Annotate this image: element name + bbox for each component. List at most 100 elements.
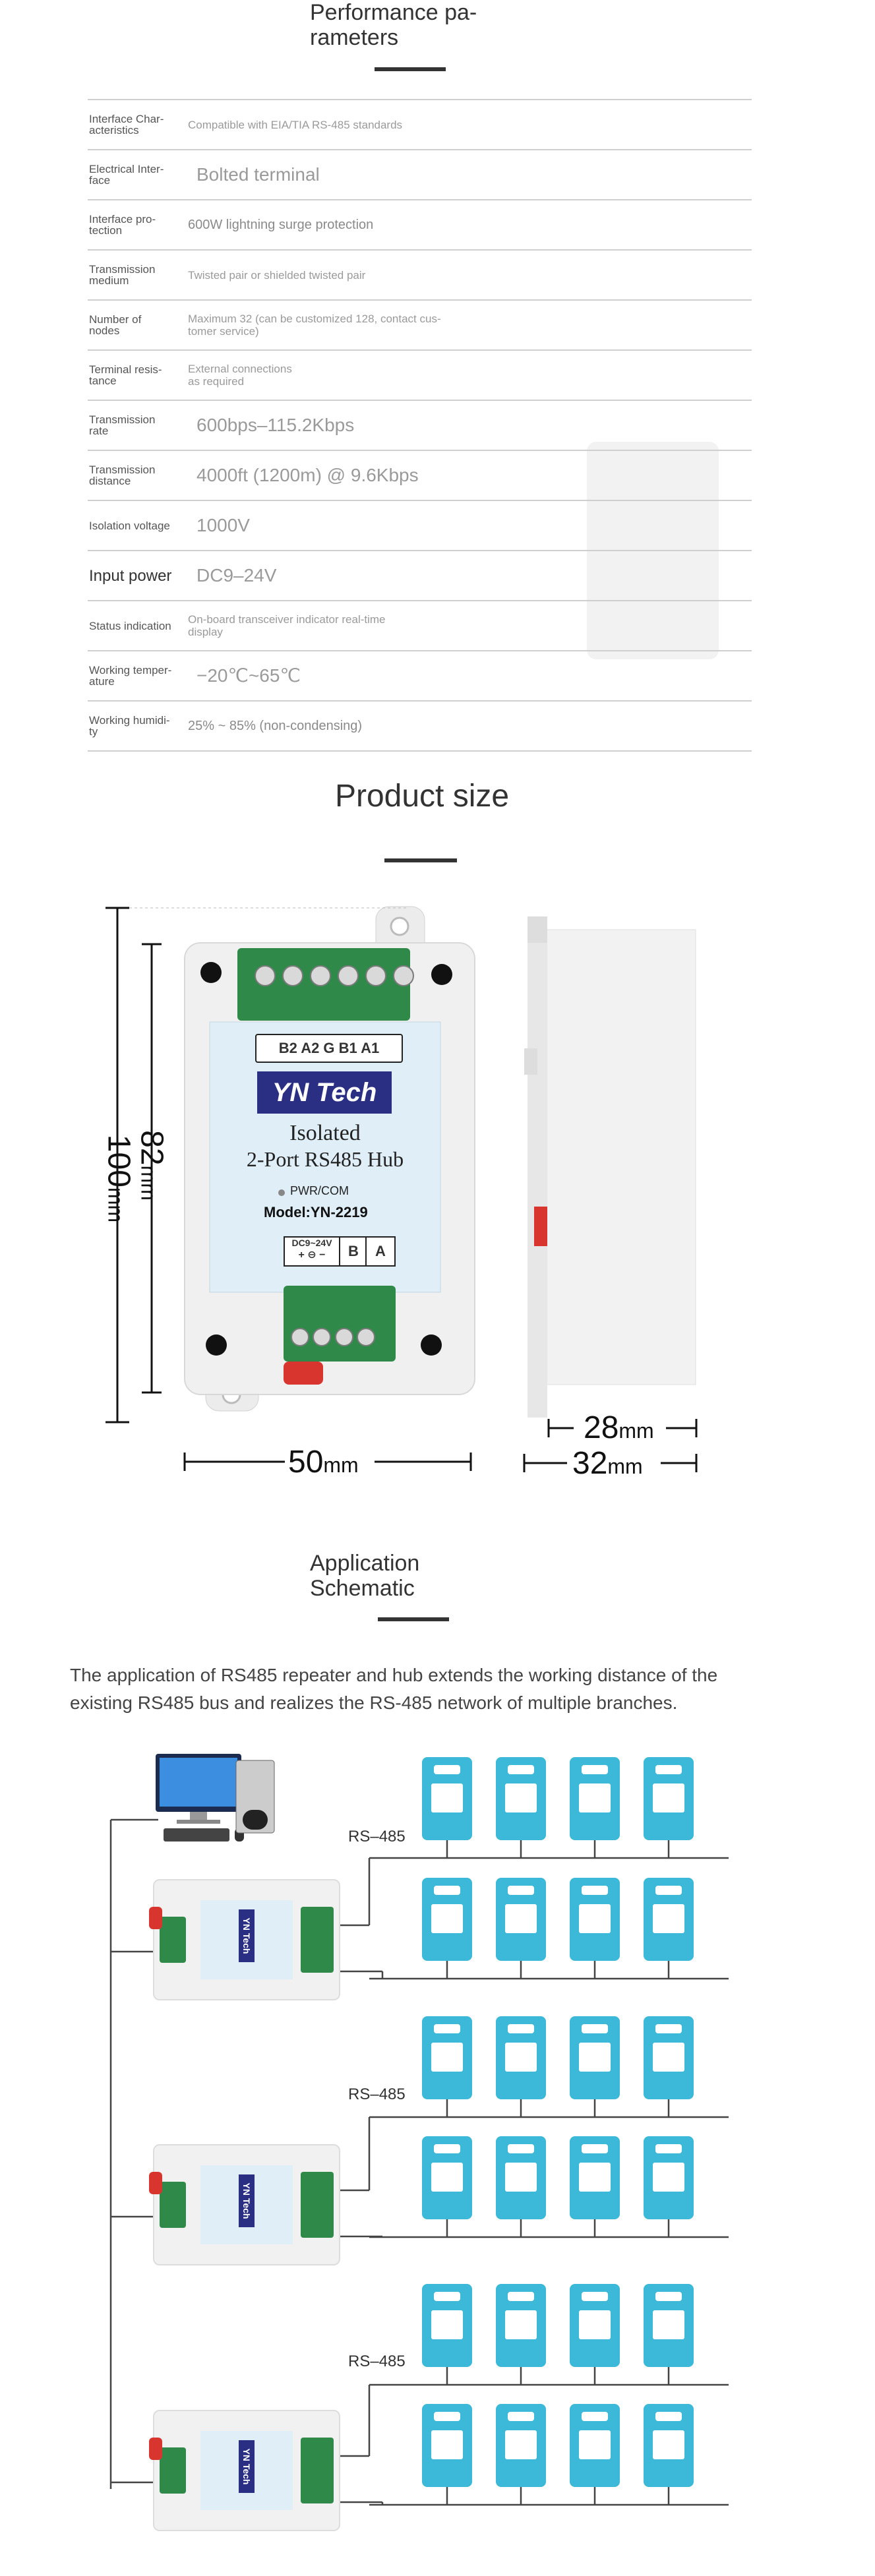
parameter-row: Terminal resis- tance External connection… xyxy=(88,351,752,401)
product-side-image xyxy=(521,916,706,1418)
rs485-slave-device xyxy=(422,2404,472,2487)
performance-title: Performance pa- rameters xyxy=(310,0,508,50)
rs485-slave-device xyxy=(570,1878,620,1961)
rs485-slave-device xyxy=(496,2136,546,2219)
device-window xyxy=(653,2163,684,2192)
device-model: Model:YN-2219 xyxy=(264,1204,368,1220)
rs485-slave-device xyxy=(644,2284,694,2367)
hub-power-plug xyxy=(149,1907,162,1929)
rs485-slave-device xyxy=(496,2404,546,2487)
rs485-slave-device xyxy=(422,2016,472,2099)
performance-title-line1: Performance pa- xyxy=(310,0,477,25)
rs485-slave-device xyxy=(570,2284,620,2367)
product-size-title: Product size xyxy=(334,779,510,814)
device-window xyxy=(579,2043,611,2072)
power-label: DC9~24V xyxy=(291,1238,332,1248)
parameter-value: Twisted pair or shielded twisted pair xyxy=(188,268,366,282)
terminal-labels-top: B2 A2 G B1 A1 xyxy=(255,1034,403,1063)
hub-terminal-left xyxy=(160,2447,186,2494)
parameter-label: Number of nodes xyxy=(89,313,142,337)
dim-height-inner-unit: mm xyxy=(136,1165,161,1201)
dim-width: 50mm xyxy=(288,1444,359,1480)
rs485-slave-device xyxy=(422,1757,472,1840)
device-indicator xyxy=(434,1886,460,1895)
hub-power-plug xyxy=(149,2172,162,2194)
dim-depth-inner-unit: mm xyxy=(619,1419,654,1443)
brand-logo: YN Tech xyxy=(257,1071,392,1114)
schematic-wiring xyxy=(109,1818,729,2506)
device-indicator xyxy=(434,2412,460,2421)
hub-terminal-right xyxy=(301,2172,334,2238)
rs485-slave-device xyxy=(644,2136,694,2219)
device-window xyxy=(431,2430,463,2459)
hub-device: YN Tech xyxy=(149,1879,340,2000)
parameter-value: 600W lightning surge protection xyxy=(188,218,374,232)
hub-device: YN Tech xyxy=(149,2144,340,2265)
parameter-value: Compatible with EIA/TIA RS-485 standards xyxy=(188,118,403,131)
device-indicator xyxy=(582,1886,608,1895)
dim-width-value: 50 xyxy=(288,1445,324,1480)
device-indicator xyxy=(655,1886,682,1895)
device-indicator xyxy=(434,2144,460,2153)
device-window xyxy=(579,2163,611,2192)
dim-depth-outer-unit: mm xyxy=(607,1454,643,1478)
hub-terminal-right xyxy=(301,2438,334,2503)
parameter-label: Transmission rate xyxy=(89,413,156,437)
device-indicator xyxy=(582,1765,608,1774)
rs485-slave-device xyxy=(570,2136,620,2219)
hub-terminal-right xyxy=(301,1907,334,1973)
rs485-slave-device xyxy=(496,2016,546,2099)
schematic-description: The application of RS485 repeater and hu… xyxy=(70,1665,718,1713)
computer-icon xyxy=(150,1751,282,1863)
dim-height-outer-unit: mm xyxy=(104,1187,128,1223)
device-window xyxy=(579,1783,611,1812)
rs485-slave-device xyxy=(570,1757,620,1840)
dim-depth-outer: 32mm xyxy=(572,1445,643,1482)
device-window xyxy=(653,1904,684,1933)
rs485-slave-device xyxy=(570,2016,620,2099)
parameter-value: 4000ft (1200m) @ 9.6Kbps xyxy=(196,465,419,485)
dim-height-outer-value: 100 xyxy=(101,1134,136,1187)
dim-height-inner-value: 82 xyxy=(134,1130,169,1166)
device-indicator xyxy=(434,1765,460,1774)
hub-terminal-left xyxy=(160,1917,186,1963)
rs485-slave-device xyxy=(570,2404,620,2487)
device-indicator xyxy=(582,2144,608,2153)
rs485-slave-device xyxy=(644,2404,694,2487)
device-indicator xyxy=(508,2144,534,2153)
dim-height-outer: 100mm xyxy=(101,1113,137,1245)
parameter-label: Input power xyxy=(89,566,172,585)
device-indicator xyxy=(655,2144,682,2153)
device-indicator xyxy=(582,2024,608,2033)
parameter-value: Bolted terminal xyxy=(196,164,320,185)
device-name-line2: 2-Port RS485 Hub xyxy=(246,1147,404,1171)
device-indicator xyxy=(655,1765,682,1774)
hub-device: YN Tech xyxy=(149,2410,340,2531)
parameter-label: Terminal resis- tance xyxy=(89,363,162,387)
device-name-line1: Isolated xyxy=(289,1121,361,1145)
dim-depth-inner: 28mm xyxy=(584,1410,654,1446)
device-indicator xyxy=(655,2412,682,2421)
dim-depth-outer-value: 32 xyxy=(572,1446,608,1481)
device-window xyxy=(653,1783,684,1812)
hub-brand-logo: YN Tech xyxy=(239,1909,255,1962)
parameter-value: External connections as required xyxy=(188,363,292,388)
device-window xyxy=(505,2430,537,2459)
dim-width-unit: mm xyxy=(323,1453,359,1477)
parameter-value: Maximum 32 (can be customized 128, conta… xyxy=(188,313,441,338)
device-indicator xyxy=(508,1886,534,1895)
table-top-border xyxy=(88,99,752,100)
device-indicator xyxy=(655,2024,682,2033)
dim-depth-inner-value: 28 xyxy=(584,1410,619,1445)
parameter-value: −20℃~65℃ xyxy=(196,665,301,686)
rs485-slave-device xyxy=(422,2136,472,2219)
device-window xyxy=(431,2310,463,2339)
parameter-label: Working temper- ature xyxy=(89,664,172,688)
schematic-title-line1: Application xyxy=(310,1551,420,1576)
parameter-row: Number of nodes Maximum 32 (can be custom… xyxy=(88,301,752,351)
rs485-slave-device xyxy=(644,2016,694,2099)
